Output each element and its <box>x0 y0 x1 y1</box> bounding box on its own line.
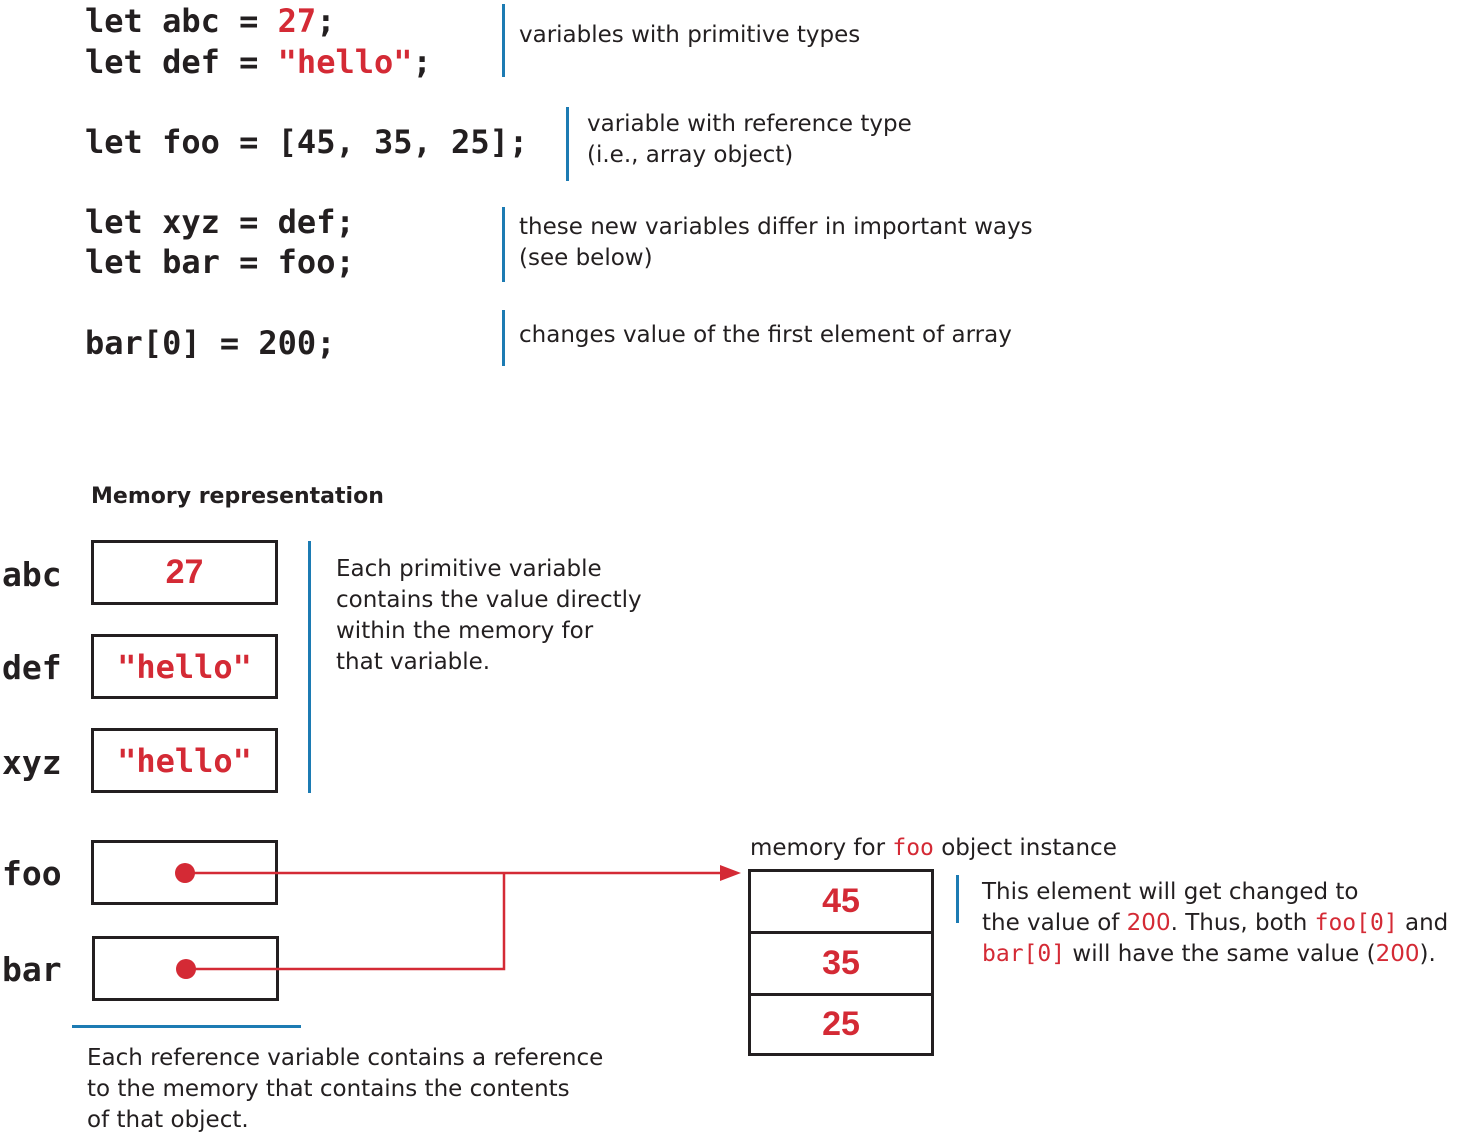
var-label-def: def <box>2 648 62 687</box>
memory-cell-abc: 27 <box>91 540 278 605</box>
note-text: the value of <box>982 910 1127 936</box>
element-value: 25 <box>822 1005 860 1043</box>
note-code: foo[0] <box>1314 910 1398 936</box>
code-text: ; <box>412 43 432 81</box>
change-note-1: This element will get changed to <box>982 879 1359 905</box>
note-text: ). <box>1419 941 1436 967</box>
bar-reference-line <box>186 873 506 971</box>
cell-value: 27 <box>165 553 204 591</box>
note-reference-1: variable with reference type <box>587 111 912 137</box>
change-note-3: bar[0] will have the same value (200). <box>982 939 1436 970</box>
label-text: memory for <box>750 835 893 861</box>
note-primitive: variables with primitive types <box>519 22 861 48</box>
reference-note-1: Each reference variable contains a refer… <box>87 1045 604 1071</box>
code-line-foo: let foo = [45, 35, 25]; <box>85 123 529 161</box>
divider-rule <box>566 107 569 181</box>
code-line-abc: let abc = 27; <box>85 1 335 41</box>
code-value: 27 <box>277 2 317 40</box>
array-element-2: 25 <box>748 993 934 1056</box>
label-var: foo <box>892 835 934 861</box>
cell-value: "hello" <box>117 741 252 780</box>
var-label-abc: abc <box>2 555 62 594</box>
divider-rule <box>502 207 505 282</box>
note-changes: changes value of the first element of ar… <box>519 322 1012 348</box>
reference-note-2: to the memory that contains the contents <box>87 1076 570 1102</box>
memory-cell-def: "hello" <box>91 634 278 699</box>
array-element-1: 35 <box>748 931 934 996</box>
array-element-0: 45 <box>748 869 934 934</box>
var-label-xyz: xyz <box>2 743 62 782</box>
note-text: . Thus, both <box>1170 910 1315 936</box>
var-label-bar: bar <box>2 950 62 989</box>
note-text: will have the same value ( <box>1065 941 1376 967</box>
code-line-assign: bar[0] = 200; <box>85 324 336 362</box>
change-note-2: the value of 200. Thus, both foo[0] and <box>982 908 1448 939</box>
divider-rule <box>956 875 959 923</box>
memory-cell-xyz: "hello" <box>91 728 278 793</box>
primitive-note-3: within the memory for <box>336 618 594 644</box>
divider-rule <box>72 1025 301 1028</box>
element-value: 35 <box>822 944 860 982</box>
code-text: ; <box>316 2 336 40</box>
divider-rule <box>502 4 505 77</box>
divider-rule <box>308 541 311 793</box>
divider-rule <box>502 310 505 366</box>
cell-value: "hello" <box>117 647 252 686</box>
code-line-xyz: let xyz = def; <box>85 203 355 241</box>
code-line-bar: let bar = foo; <box>85 243 355 281</box>
reference-note-3: of that object. <box>87 1107 249 1133</box>
code-text: let abc = <box>85 2 278 40</box>
var-label-foo: foo <box>2 854 62 893</box>
foo-pointer-dot <box>175 863 195 883</box>
note-differ-1: these new variables differ in important … <box>519 214 1033 240</box>
note-differ-2: (see below) <box>519 245 653 271</box>
memory-title: Memory representation <box>91 484 384 509</box>
note-text: and <box>1397 910 1449 936</box>
note-reference-2: (i.e., array object) <box>587 142 794 168</box>
note-value: 200 <box>1126 910 1171 936</box>
primitive-note-4: that variable. <box>336 649 491 675</box>
arrowhead-icon <box>720 865 741 881</box>
object-label: memory for foo object instance <box>750 833 1117 864</box>
primitive-note-2: contains the value directly <box>336 587 642 613</box>
code-text: let def = <box>85 43 278 81</box>
label-text: object instance <box>933 835 1117 861</box>
note-value: 200 <box>1375 941 1420 967</box>
element-value: 45 <box>822 882 860 920</box>
code-line-def: let def = "hello"; <box>85 42 432 82</box>
code-value: "hello" <box>277 43 413 81</box>
note-code: bar[0] <box>982 941 1066 967</box>
bar-pointer-dot <box>176 959 196 979</box>
primitive-note-1: Each primitive variable <box>336 556 602 582</box>
